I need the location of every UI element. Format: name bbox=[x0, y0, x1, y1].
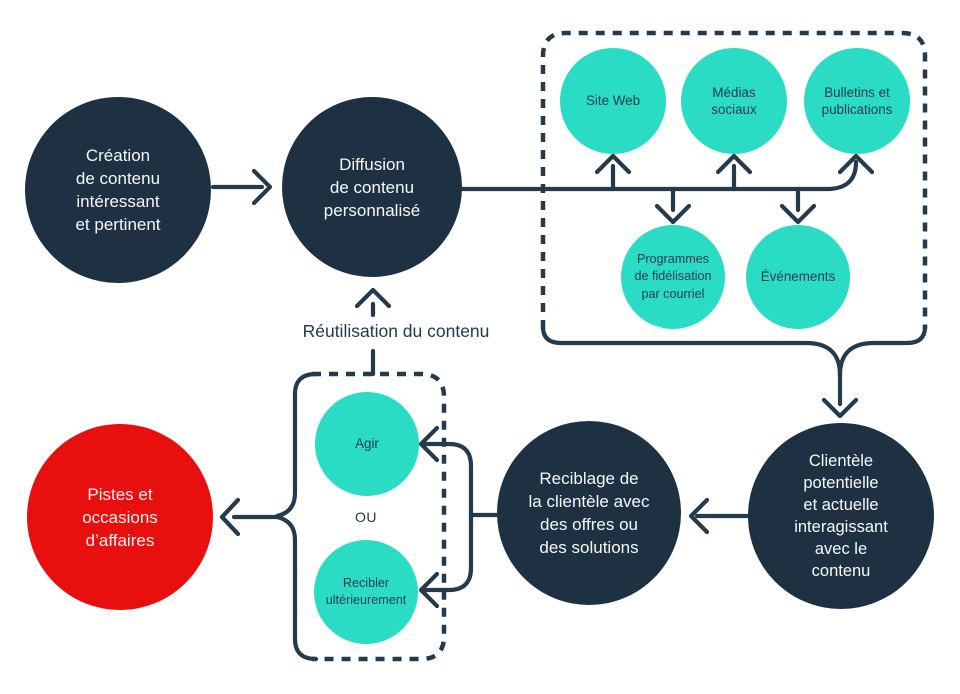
node-recibler-label: Recibler ultérieurement bbox=[325, 575, 407, 608]
node-evenements: Événements bbox=[746, 225, 850, 329]
reuse-label: Réutilisation du contenu bbox=[302, 321, 490, 341]
node-programmes: Programmes de fidélisation par courriel bbox=[621, 225, 725, 329]
channels-dashed-box bbox=[540, 30, 928, 329]
node-agir: Agir bbox=[315, 392, 419, 496]
node-recibler: Recibler ultérieurement bbox=[314, 540, 418, 644]
node-creation: Création de contenu intéressant et perti… bbox=[25, 97, 211, 283]
arrow-to-programmes bbox=[654, 186, 692, 225]
node-medias-sociaux-label: Médias sociaux bbox=[711, 84, 757, 118]
node-medias-sociaux: Médias sociaux bbox=[681, 48, 787, 154]
node-creation-label: Création de contenu intéressant et perti… bbox=[75, 146, 161, 234]
node-pistes-label: Pistes et occasions d’affaires bbox=[82, 484, 158, 550]
node-site-web-label: Site Web bbox=[585, 93, 641, 109]
node-evenements-label: Événements bbox=[760, 269, 836, 285]
arrow-creation-to-diffusion bbox=[210, 168, 273, 206]
arrow-to-medias-sociaux bbox=[715, 153, 753, 192]
node-reciblage-label: Reciblage de la clientèle avec des offre… bbox=[528, 469, 650, 557]
node-site-web: Site Web bbox=[560, 48, 666, 154]
decision-dashed-box bbox=[312, 371, 447, 662]
node-pistes: Pistes et occasions d’affaires bbox=[27, 424, 213, 610]
arrow-diffusion-to-channels bbox=[459, 153, 875, 192]
node-diffusion-label: Diffusion de contenu personnalisé bbox=[323, 154, 421, 220]
arrow-to-evenements bbox=[779, 186, 817, 225]
bracket-reciblage-split bbox=[418, 425, 500, 609]
node-agir-label: Agir bbox=[355, 436, 379, 452]
arrow-to-site-web bbox=[594, 153, 632, 192]
ou-label: OU bbox=[355, 509, 377, 525]
channels-funnel bbox=[540, 324, 928, 419]
node-reciblage: Reciblage de la clientèle avec des offre… bbox=[497, 421, 681, 605]
node-bulletins: Bulletins et publications bbox=[804, 48, 910, 154]
arrow-clientele-to-reciblage bbox=[688, 497, 750, 535]
arrow-reuse-to-diffusion bbox=[354, 287, 392, 377]
node-clientele-label: Clientèle potentielle et actuelle intera… bbox=[794, 452, 888, 580]
node-programmes-label: Programmes de fidélisation par courriel bbox=[634, 251, 712, 301]
node-bulletins-label: Bulletins et publications bbox=[821, 84, 893, 118]
node-diffusion: Diffusion de contenu personnalisé bbox=[282, 97, 462, 277]
node-clientele: Clientèle potentielle et actuelle intera… bbox=[748, 423, 934, 609]
brace-decision-to-pistes bbox=[219, 371, 319, 662]
